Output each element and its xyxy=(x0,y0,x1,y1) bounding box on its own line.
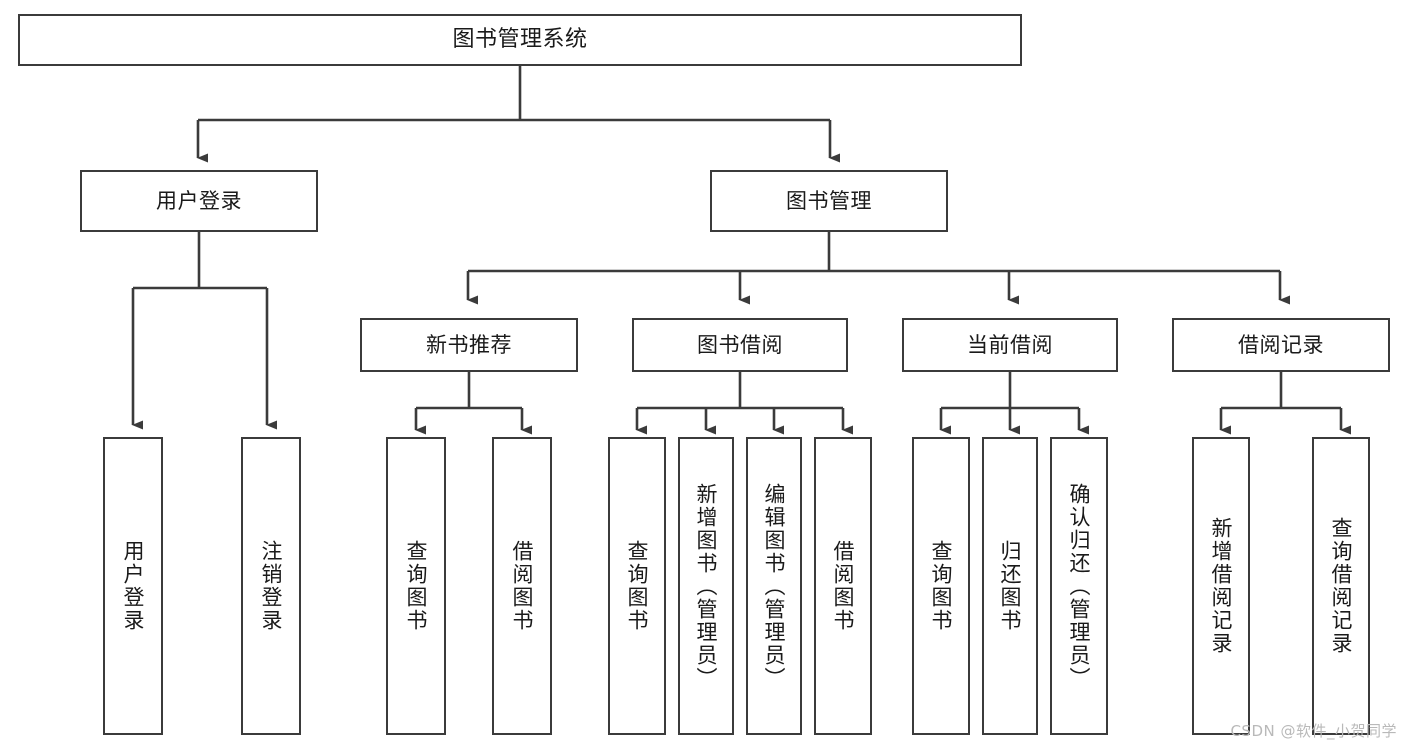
leaf-query-borrow-record[interactable]: 查询借阅记录 xyxy=(1312,437,1370,735)
node-label: 确认归还（管理员） xyxy=(1067,482,1092,690)
node-label: 图书借阅 xyxy=(697,332,783,357)
leaf-add-borrow-record[interactable]: 新增借阅记录 xyxy=(1192,437,1250,735)
leaf-confirm-return-admin[interactable]: 确认归还（管理员） xyxy=(1050,437,1108,735)
leaf-query-book-recommend[interactable]: 查询图书 xyxy=(386,437,446,735)
node-label: 用户登录 xyxy=(156,188,242,213)
node-label: 图书管理系统 xyxy=(452,27,588,53)
node-root-system[interactable]: 图书管理系统 xyxy=(18,14,1022,66)
node-label: 图书管理 xyxy=(786,188,872,213)
leaf-return-book[interactable]: 归还图书 xyxy=(982,437,1038,735)
node-label: 用户登录 xyxy=(121,540,146,632)
node-new-book-recommend[interactable]: 新书推荐 xyxy=(360,318,578,372)
leaf-user-login[interactable]: 用户登录 xyxy=(103,437,163,735)
leaf-borrow-book-recommend[interactable]: 借阅图书 xyxy=(492,437,552,735)
leaf-logout[interactable]: 注销登录 xyxy=(241,437,301,735)
node-user-login[interactable]: 用户登录 xyxy=(80,170,318,232)
node-label: 借阅图书 xyxy=(831,540,856,632)
node-label: 编辑图书（管理员） xyxy=(762,482,787,690)
node-label: 查询图书 xyxy=(404,540,429,632)
node-label: 新书推荐 xyxy=(426,332,512,357)
leaf-query-book[interactable]: 查询图书 xyxy=(608,437,666,735)
csdn-watermark: CSDN @软件_小贺同学 xyxy=(1230,722,1397,740)
node-label: 归还图书 xyxy=(998,540,1023,632)
node-borrow-records[interactable]: 借阅记录 xyxy=(1172,318,1390,372)
node-label: 查询借阅记录 xyxy=(1329,517,1354,655)
node-current-borrow[interactable]: 当前借阅 xyxy=(902,318,1118,372)
leaf-edit-book-admin[interactable]: 编辑图书（管理员） xyxy=(746,437,802,735)
node-label: 查询图书 xyxy=(625,540,650,632)
leaf-borrow-book[interactable]: 借阅图书 xyxy=(814,437,872,735)
leaf-query-book-current[interactable]: 查询图书 xyxy=(912,437,970,735)
node-label: 查询图书 xyxy=(929,540,954,632)
node-label: 借阅记录 xyxy=(1238,332,1324,357)
node-label: 借阅图书 xyxy=(510,540,535,632)
leaf-add-book-admin[interactable]: 新增图书（管理员） xyxy=(678,437,734,735)
node-label: 当前借阅 xyxy=(967,332,1053,357)
node-book-management[interactable]: 图书管理 xyxy=(710,170,948,232)
node-label: 新增图书（管理员） xyxy=(694,482,719,690)
node-book-borrow[interactable]: 图书借阅 xyxy=(632,318,848,372)
node-label: 注销登录 xyxy=(259,540,284,632)
node-label: 新增借阅记录 xyxy=(1209,517,1234,655)
